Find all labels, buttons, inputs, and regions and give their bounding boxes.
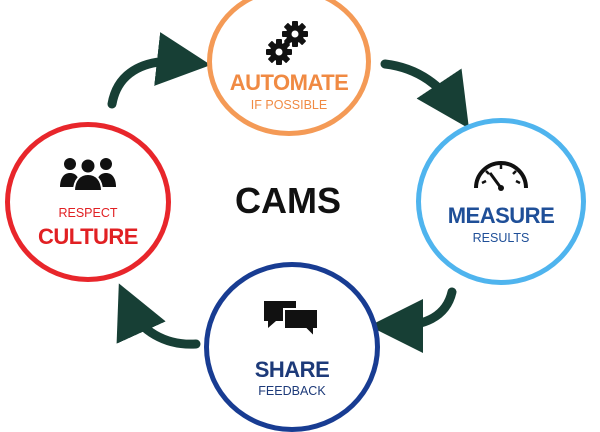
chat-bubbles-icon [262,299,322,344]
node-share: SHARE FEEDBACK [204,262,380,432]
automate-title: AUTOMATE [229,70,349,96]
culture-subtitle: RESPECT [58,206,118,221]
gears-icon [263,20,315,71]
center-title: CAMS [235,180,341,221]
node-automate: AUTOMATE IF POSSIBLE [207,0,371,136]
measure-title: MEASURE [447,203,555,229]
share-title: SHARE [254,357,330,382]
culture-title: CULTURE [38,224,138,250]
cams-diagram: AUTOMATE IF POSSIBLE MEASURE RESULTS [5,0,586,432]
node-culture: RESPECT CULTURE [5,122,171,282]
gauge-icon [472,157,530,196]
measure-subtitle: RESULTS [472,230,530,245]
arrow-culture-to-automate [107,32,211,109]
arrow-share-to-culture [116,283,201,349]
arrow-measure-to-share [369,287,457,353]
share-subtitle: FEEDBACK [258,384,326,399]
node-measure: MEASURE RESULTS [416,118,586,285]
arrow-automate-to-measure [380,59,469,129]
people-icon [58,155,118,196]
cycle-arrows [107,32,469,353]
automate-subtitle: IF POSSIBLE [250,97,328,112]
